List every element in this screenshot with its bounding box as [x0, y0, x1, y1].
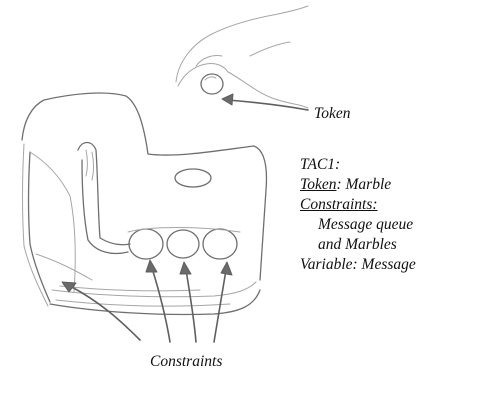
tac-constraints-line: Constraints: [300, 195, 378, 214]
device-box [22, 93, 267, 314]
token-label: Token [314, 104, 350, 123]
variable-line: Variable: Message [300, 255, 416, 274]
tac-token-line: Token: Marble [300, 175, 391, 194]
constraints-sep: : [372, 196, 377, 213]
constraints-line-1: Message queue [318, 215, 413, 234]
marble-1 [129, 229, 163, 259]
message-queue-slot [78, 143, 130, 254]
token-marble [201, 74, 223, 94]
marble-3 [203, 229, 237, 259]
bottom-constraints-caption: Constraints [150, 352, 222, 371]
tac-title: TAC1: [300, 155, 340, 174]
constraints-key: Constraints [300, 196, 372, 213]
constraints-line-2: and Marbles [318, 235, 397, 254]
token-key: Token [300, 176, 336, 193]
marble-2 [167, 230, 199, 258]
marble-row [128, 228, 240, 260]
box-oval-button [175, 169, 211, 187]
hand-sketch [176, 6, 308, 108]
token-arrow [222, 94, 308, 110]
token-value: Marble [342, 176, 392, 193]
constraint-arrows [62, 260, 232, 342]
